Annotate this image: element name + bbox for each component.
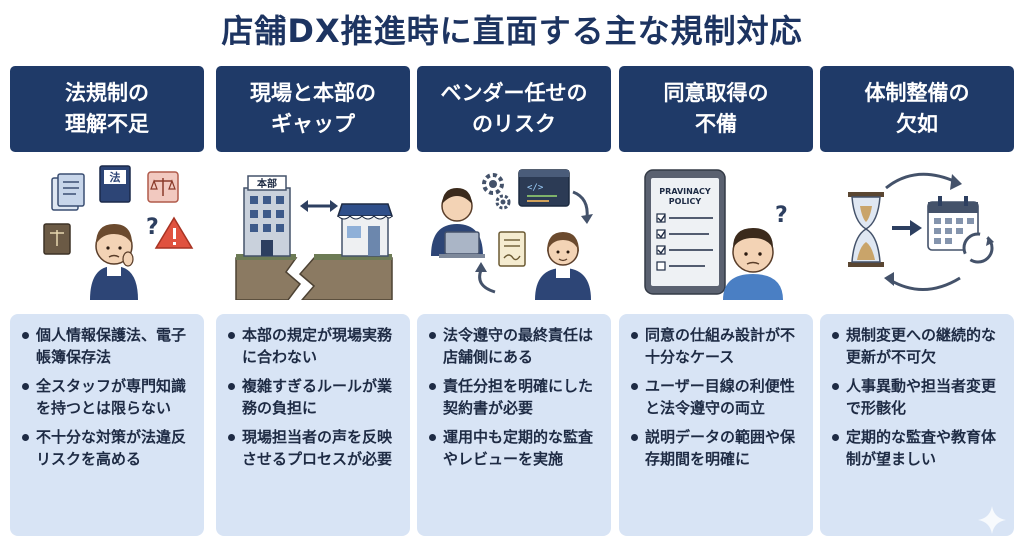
hq-label: 本部 [257,177,277,190]
illustration-gap: 本部 [216,162,410,300]
bullet-panel: 本部の規定が現場実務に合わない 複雑すぎるルールが業務の負担に 現場担当者の声を… [216,314,410,536]
illustration-structure [820,162,1014,300]
illustration-law: 法 ? [10,162,204,300]
bullet-item: 人事異動や担当者変更で形骸化 [830,375,1006,419]
bullet-item: 現場担当者の声を反映させるプロセスが必要 [226,426,402,470]
worried-staff-icon [90,224,138,300]
headquarters-building-icon: 本部 [243,175,291,257]
confused-user-icon [723,228,783,300]
question-icon: ? [146,215,159,240]
document-icon [51,173,85,211]
warning-icon [154,216,194,249]
bullet-panel: 規制変更への継続的な更新が不可欠 人事異動や担当者変更で形骸化 定期的な監査や教… [820,314,1014,536]
column-header: 体制整備の 欠如 [820,66,1014,152]
ground-crack-icon [235,254,393,300]
book-label: 法 [110,170,121,184]
bullet-panel: 法令遵守の最終責任は店舗側にある 責任分担を明確にした契約書が必要 運用中も定期… [417,314,611,536]
bullet-item: 法令遵守の最終責任は店舗側にある [427,324,603,368]
illustration-vendor: </> [417,162,611,300]
svg-text:?: ? [775,203,788,228]
tablet-text-2: POLICY [669,197,702,206]
bullet-item: 同意の仕組み設計が不十分なケース [629,324,805,368]
bullet-item: 定期的な監査や教育体制が望ましい [830,426,1006,470]
double-arrow-icon [300,200,338,212]
bullet-item: 個人情報保護法、電子帳簿保存法 [20,324,196,368]
bullet-item: 規制変更への継続的な更新が不可欠 [830,324,1006,368]
question-icon: ? [775,203,788,228]
gear-icon [482,173,511,210]
bullet-item: ユーザー目線の利便性と法令遵守の両立 [629,375,805,419]
refresh-icon [962,232,994,264]
scales-icon [147,171,179,203]
cycle-arrow-icon [475,190,593,294]
bullet-item: 複雑すぎるルールが業務の負担に [226,375,402,419]
bullet-item: 本部の規定が現場実務に合わない [226,324,402,368]
arrow-right-icon [892,220,922,236]
column-header: 同意取得の 不備 [619,66,813,152]
contract-icon [498,231,526,267]
store-icon [336,203,394,257]
bullet-item: 全スタッフが専門知識を持つとは限らない [20,375,196,419]
illustration-consent: PRAVINACY POLICY [619,162,813,300]
vendor-person-icon [431,188,485,258]
tablet-text-1: PRAVINACY [659,187,711,196]
column-header: ベンダー任せの のリスク [417,66,611,152]
sparkle-icon [978,506,1006,534]
code-window-icon: </> [518,169,570,207]
page-title: 店舗DX推進時に直面する主な規制対応 [221,12,803,50]
bullet-panel: 個人情報保護法、電子帳簿保存法 全スタッフが専門知識を持つとは限らない 不十分な… [10,314,204,536]
calendar-icon [927,196,979,251]
checklist-icon [656,213,713,271]
law-book-icon: 法 [99,165,131,203]
bullet-item: 不十分な対策が法違反リスクを高める [20,426,196,470]
hourglass-icon [848,192,884,267]
law-book-small-icon [43,223,71,255]
store-staff-icon [535,232,591,300]
column-header: 現場と本部の ギャップ [216,66,410,152]
code-label: </> [527,183,544,193]
bullet-panel: 同意の仕組み設計が不十分なケース ユーザー目線の利便性と法令遵守の両立 説明デー… [619,314,813,536]
svg-text:?: ? [146,215,159,240]
bullet-item: 運用中も定期的な監査やレビューを実施 [427,426,603,470]
column-header: 法規制の 理解不足 [10,66,204,152]
bullet-item: 説明データの範囲や保存期間を明確に [629,426,805,470]
cycle-arrow-icon [884,172,962,291]
bullet-item: 責任分担を明確にした契約書が必要 [427,375,603,419]
